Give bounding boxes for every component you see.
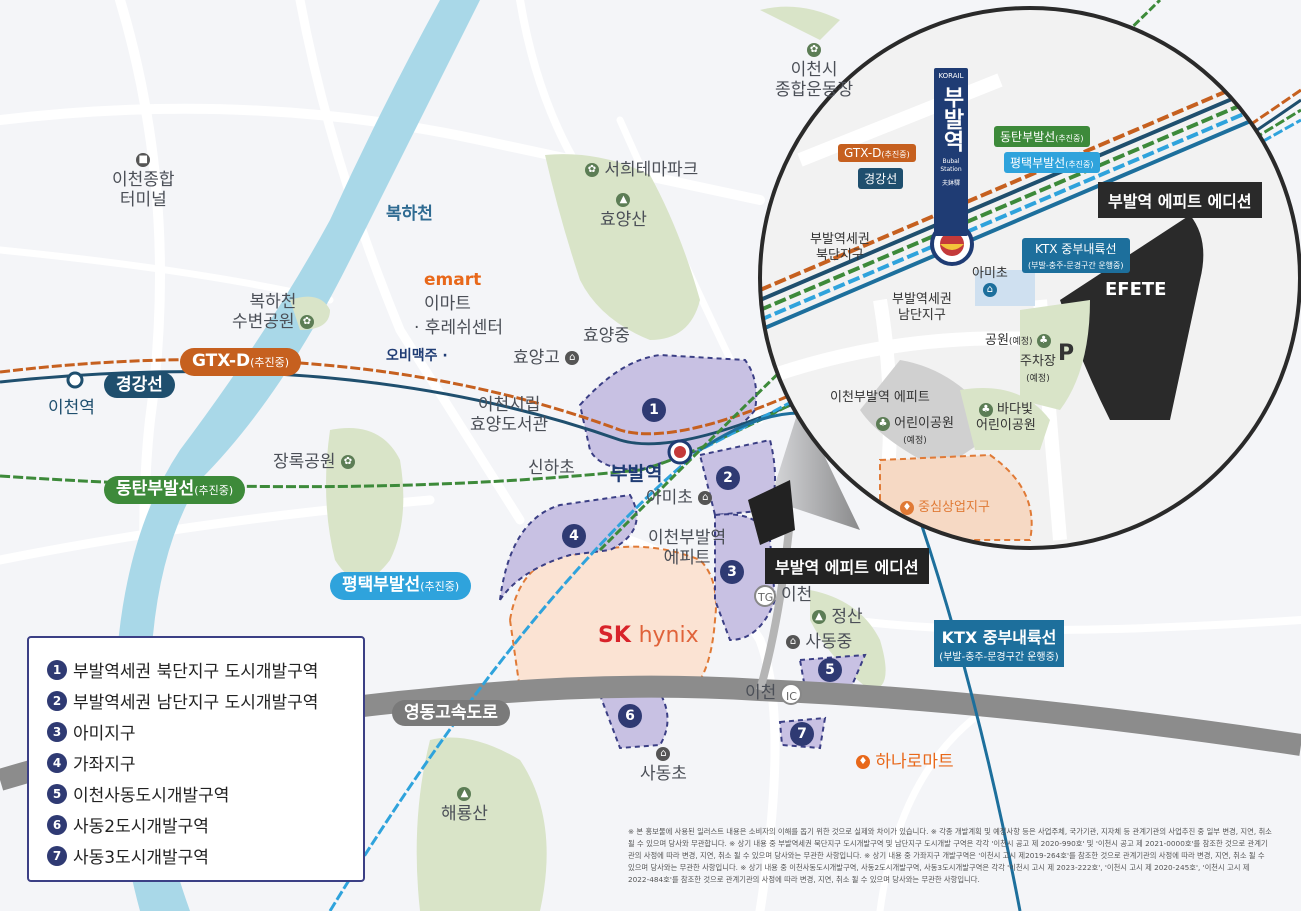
inset-north-district: 부발역세권 북단지구 <box>810 232 870 263</box>
district-marker-2: 2 <box>716 466 740 490</box>
cart-icon: ♦ <box>900 500 914 515</box>
place-icheon-bubal-efete: 이천부발역 에피트 <box>648 528 727 568</box>
school-icon: ⌂ <box>698 491 713 505</box>
station-sign: KORAIL 부발역 Bubal Station 夫鉢驛 <box>934 68 968 236</box>
bubal-station-marker <box>667 439 693 465</box>
park-icon: ✿ <box>585 163 599 177</box>
inset-south-district: 부발역세권 남단지구 <box>892 292 952 323</box>
place-sadong-middle: ⌂ 사동중 <box>786 632 852 652</box>
inset-gyeonggang-tag: 경강선 <box>858 168 904 189</box>
pyeongtaek-bubal-line-label: 평택부발선(추진중) <box>330 572 472 600</box>
river-label: 복하천 <box>386 204 433 224</box>
place-bubal-station: 부발역 <box>610 463 663 485</box>
place-ami-elem: 아미초 ⌂ <box>646 488 713 508</box>
mountain-icon: ▲ <box>457 787 472 801</box>
bus-icon: ■ <box>136 153 151 167</box>
tree-icon: ♣ <box>978 402 993 417</box>
place-sinha-elem: 신하초 <box>528 458 575 478</box>
place-seohui-themepark: ✿ 서희테마파크 <box>585 160 698 180</box>
sk-hynix-logo: SK hynix <box>598 623 699 648</box>
emart-logo: emart <box>424 270 482 290</box>
inset-efete-label: EFETE <box>1105 279 1167 300</box>
park-icon: ✿ <box>340 455 355 469</box>
district-marker-5: 5 <box>818 658 842 682</box>
place-ob-beer: 오비맥주 · <box>386 348 448 364</box>
place-hyoyangsan: ▲효양산 <box>600 193 647 230</box>
tg-label: TG <box>758 591 774 604</box>
tree-icon: ♣ <box>1036 333 1051 348</box>
dongtan-bubal-line-label: 동탄부발선(추진중) <box>104 476 246 504</box>
place-sadong-elem: ⌂사동초 <box>640 747 687 784</box>
gtx-d-line-label: GTX-D(추진중) <box>180 348 302 376</box>
inset-gtx-tag: GTX-D(추진중) <box>838 144 916 162</box>
place-icheon-terminal: ■이천종합 터미널 <box>112 153 175 210</box>
place-icheon-tg: 이천 <box>781 585 813 605</box>
place-emart: 이마트 <box>424 294 471 314</box>
icheon-station-marker <box>66 371 84 389</box>
district-marker-6: 6 <box>618 704 642 728</box>
school-icon: ⌂ <box>982 282 997 297</box>
district-marker-4: 4 <box>562 524 586 548</box>
inset-commercial: ♦ 중심상업지구 <box>900 500 990 516</box>
hynix-site <box>508 545 717 692</box>
inset-park: 공원(예정) ♣ <box>985 333 1051 350</box>
ic-label: IC <box>786 690 797 703</box>
tree-icon: ♣ <box>876 416 890 431</box>
district-marker-1: 1 <box>642 398 666 422</box>
mountain-icon: ▲ <box>616 193 631 207</box>
inset-icheon-bubal-efete: 이천부발역 에피트 <box>830 390 930 405</box>
callout-cone <box>770 405 860 530</box>
mountain-icon: ▲ <box>812 610 826 624</box>
efete-site <box>748 480 795 545</box>
cart-icon: ♦ <box>856 755 870 769</box>
inset-parking: 주차장(예정) <box>1020 354 1056 384</box>
inset-ktx-tag: KTX 중부내륙선(부발-충주-문경구간 운행중) <box>1022 238 1130 273</box>
district-marker-3: 3 <box>720 560 744 584</box>
inset-callout: 부발역 에피트 에디션 <box>1098 182 1262 218</box>
school-icon: ⌂ <box>565 351 580 365</box>
place-jangrok-park: 장록공원 ✿ <box>273 452 355 472</box>
place-bokhacheon-park: 복하천 수변공원 ✿ <box>232 292 314 332</box>
inset-pyeongtaek-tag: 평택부발선(추진중) <box>1004 152 1100 173</box>
gyeonggang-line-label: 경강선 <box>104 372 175 398</box>
place-jeongsan: ▲ 정산 <box>812 607 863 627</box>
main-callout: 부발역 에피트 에디션 <box>765 548 929 584</box>
place-icheon-library: 이천시립 효양도서관 <box>470 395 549 435</box>
school-icon: ⌂ <box>656 747 671 761</box>
place-icheon-sports: ✿이천시 종합운동장 <box>775 43 854 100</box>
inset-map <box>760 8 1300 548</box>
ktx-line-label: KTX 중부내륙선 (부발-충주-문경구간 운행중) <box>934 620 1064 667</box>
park-icon: ✿ <box>299 315 314 329</box>
district-marker-7: 7 <box>790 722 814 746</box>
place-haeryongsan: ▲해룡산 <box>441 787 488 824</box>
place-hanaro-mart: ♦ 하나로마트 <box>856 752 954 772</box>
stadium-icon: ✿ <box>807 43 822 57</box>
inset-ami-elem: 아미초⌂ <box>972 266 1008 297</box>
tg-marker <box>754 585 776 607</box>
inset-badabit-park: ♣ 바다빛 어린이공원 <box>976 402 1036 433</box>
place-icheon-station: 이천역 <box>48 398 95 418</box>
expressway-label: 영동고속도로 <box>392 700 510 726</box>
school-icon: ⌂ <box>786 635 800 649</box>
place-hyoyang-middle: 효양중 <box>583 326 630 346</box>
place-refresh-center: · 후레쉬센터 <box>414 318 504 338</box>
inset-kids-park: ♣ 어린이공원(예정) <box>876 416 954 449</box>
parking-icon: P <box>1058 341 1075 366</box>
ic-marker <box>780 683 802 705</box>
disclaimer-text: ※ 본 홍보물에 사용된 일러스트 내용은 소비자의 이해를 돕기 위한 것으로… <box>628 827 1272 884</box>
place-hyoyang-high: 효양고 ⌂ <box>513 348 580 368</box>
inset-dongtan-tag: 동탄부발선(추진중) <box>994 126 1090 147</box>
place-icheon-ic: 이천 <box>745 683 777 703</box>
